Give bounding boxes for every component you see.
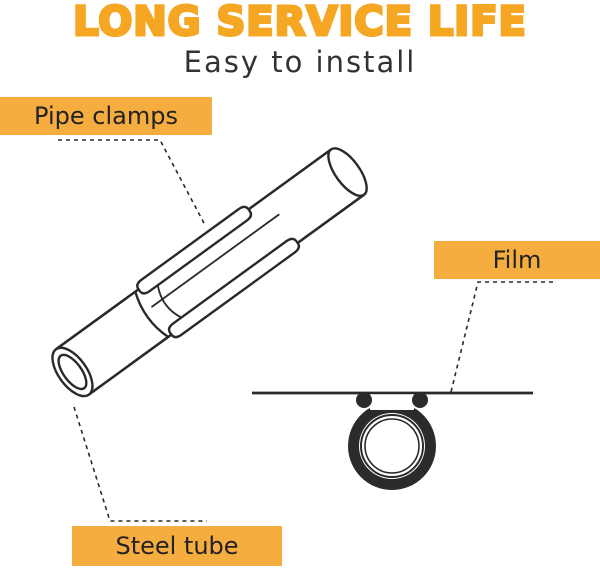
pipe-clamps-text: Pipe clamps [34, 102, 178, 130]
steel-tube-leader [73, 406, 207, 522]
film-leader [450, 281, 553, 393]
film-text: Film [492, 246, 542, 274]
film-cross-section [252, 391, 533, 490]
steel-tube-label: Steel tube [72, 526, 282, 566]
tube-section-inner [364, 418, 420, 474]
headline-text: LONG SERVICE LIFE [72, 0, 528, 46]
steel-tube-drawing [51, 147, 368, 398]
pipe-clamps-label: Pipe clamps [0, 97, 212, 135]
pipe-clamps-leader [58, 139, 206, 226]
headline: LONG SERVICE LIFE [0, 0, 600, 46]
clip-tip-left [356, 392, 372, 408]
leader-lines [58, 139, 553, 522]
subtitle: Easy to install [183, 45, 417, 79]
steel-tube-text: Steel tube [115, 532, 239, 560]
clip-tip-right [412, 392, 428, 408]
film-label: Film [434, 241, 600, 279]
